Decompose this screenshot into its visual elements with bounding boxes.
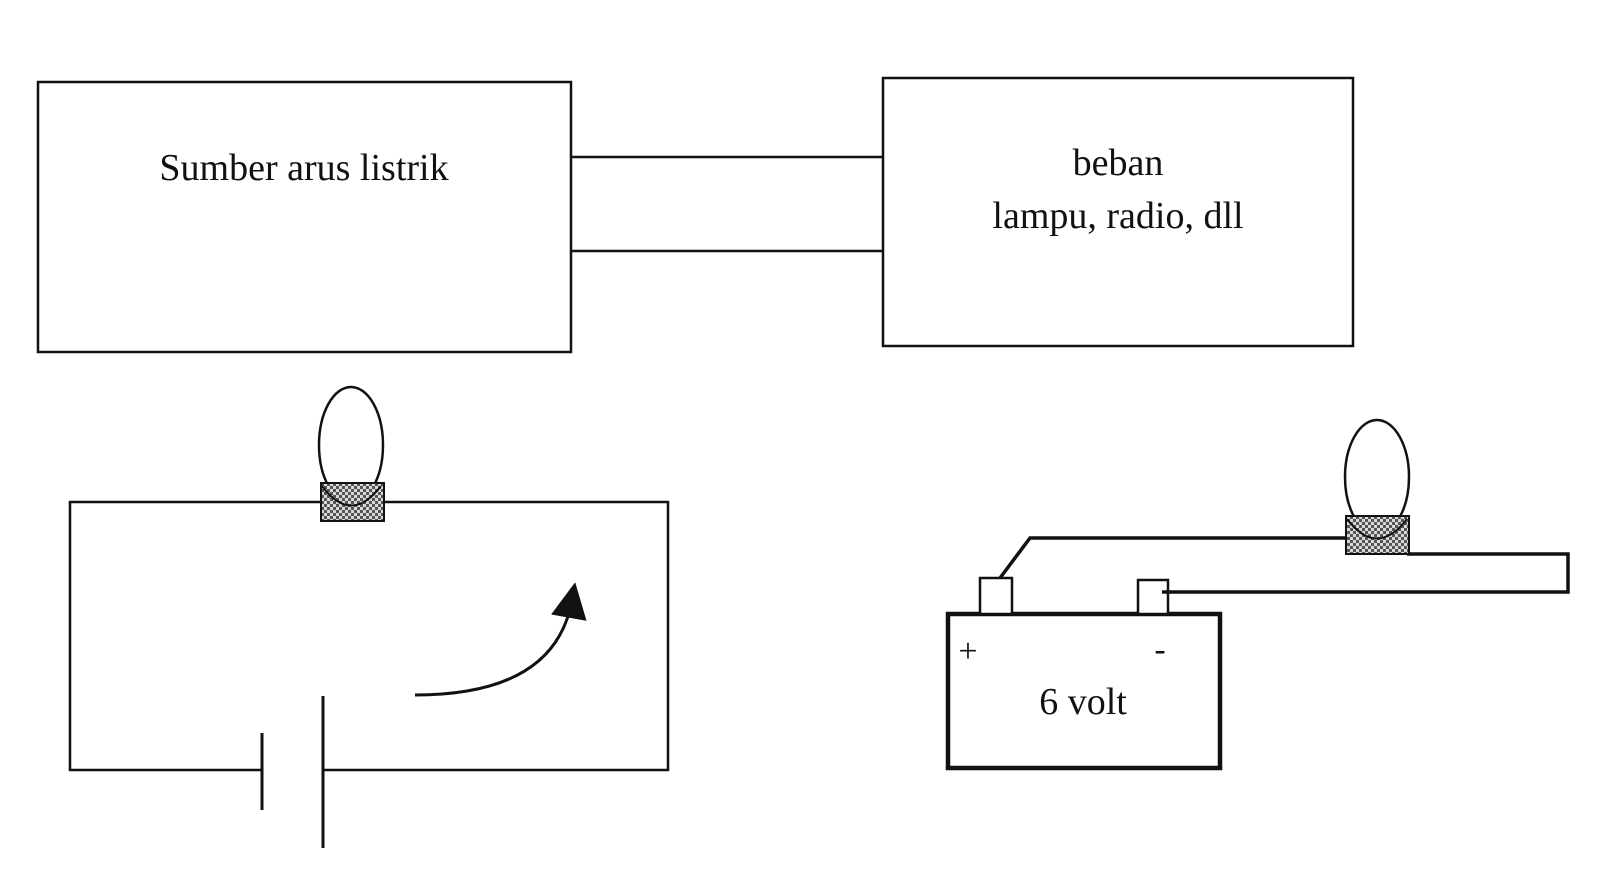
current-direction-arrow-icon	[414, 582, 587, 697]
battery-positive-terminal	[978, 576, 1014, 616]
schematic-circuit	[68, 385, 670, 848]
lamp-socket-icon	[320, 482, 385, 522]
load-label-line1: beban	[1073, 142, 1164, 184]
positive-wire	[998, 536, 1346, 580]
circuit-wire	[68, 500, 670, 772]
source-box	[36, 80, 573, 354]
battery-body	[945, 611, 1223, 771]
battery-circuit: + - 6 volt	[945, 418, 1570, 771]
negative-wire	[1162, 552, 1570, 594]
battery-negative-terminal	[1136, 578, 1170, 616]
load-box	[881, 76, 1355, 348]
source-label: Sumber arus listrik	[159, 147, 448, 189]
load-label-line2: lampu, radio, dll	[992, 195, 1243, 237]
battery-plus-label: +	[958, 633, 977, 670]
battery-lamp-filament-icon	[1346, 518, 1408, 540]
top-block-diagram: Sumber arus listrik beban lampu, radio, …	[36, 76, 1355, 354]
battery-minus-label: -	[1154, 631, 1165, 668]
battery-voltage-label: 6 volt	[1039, 681, 1127, 723]
battery-lamp-socket-icon	[1345, 515, 1410, 555]
lamp-filament-icon	[321, 485, 382, 507]
